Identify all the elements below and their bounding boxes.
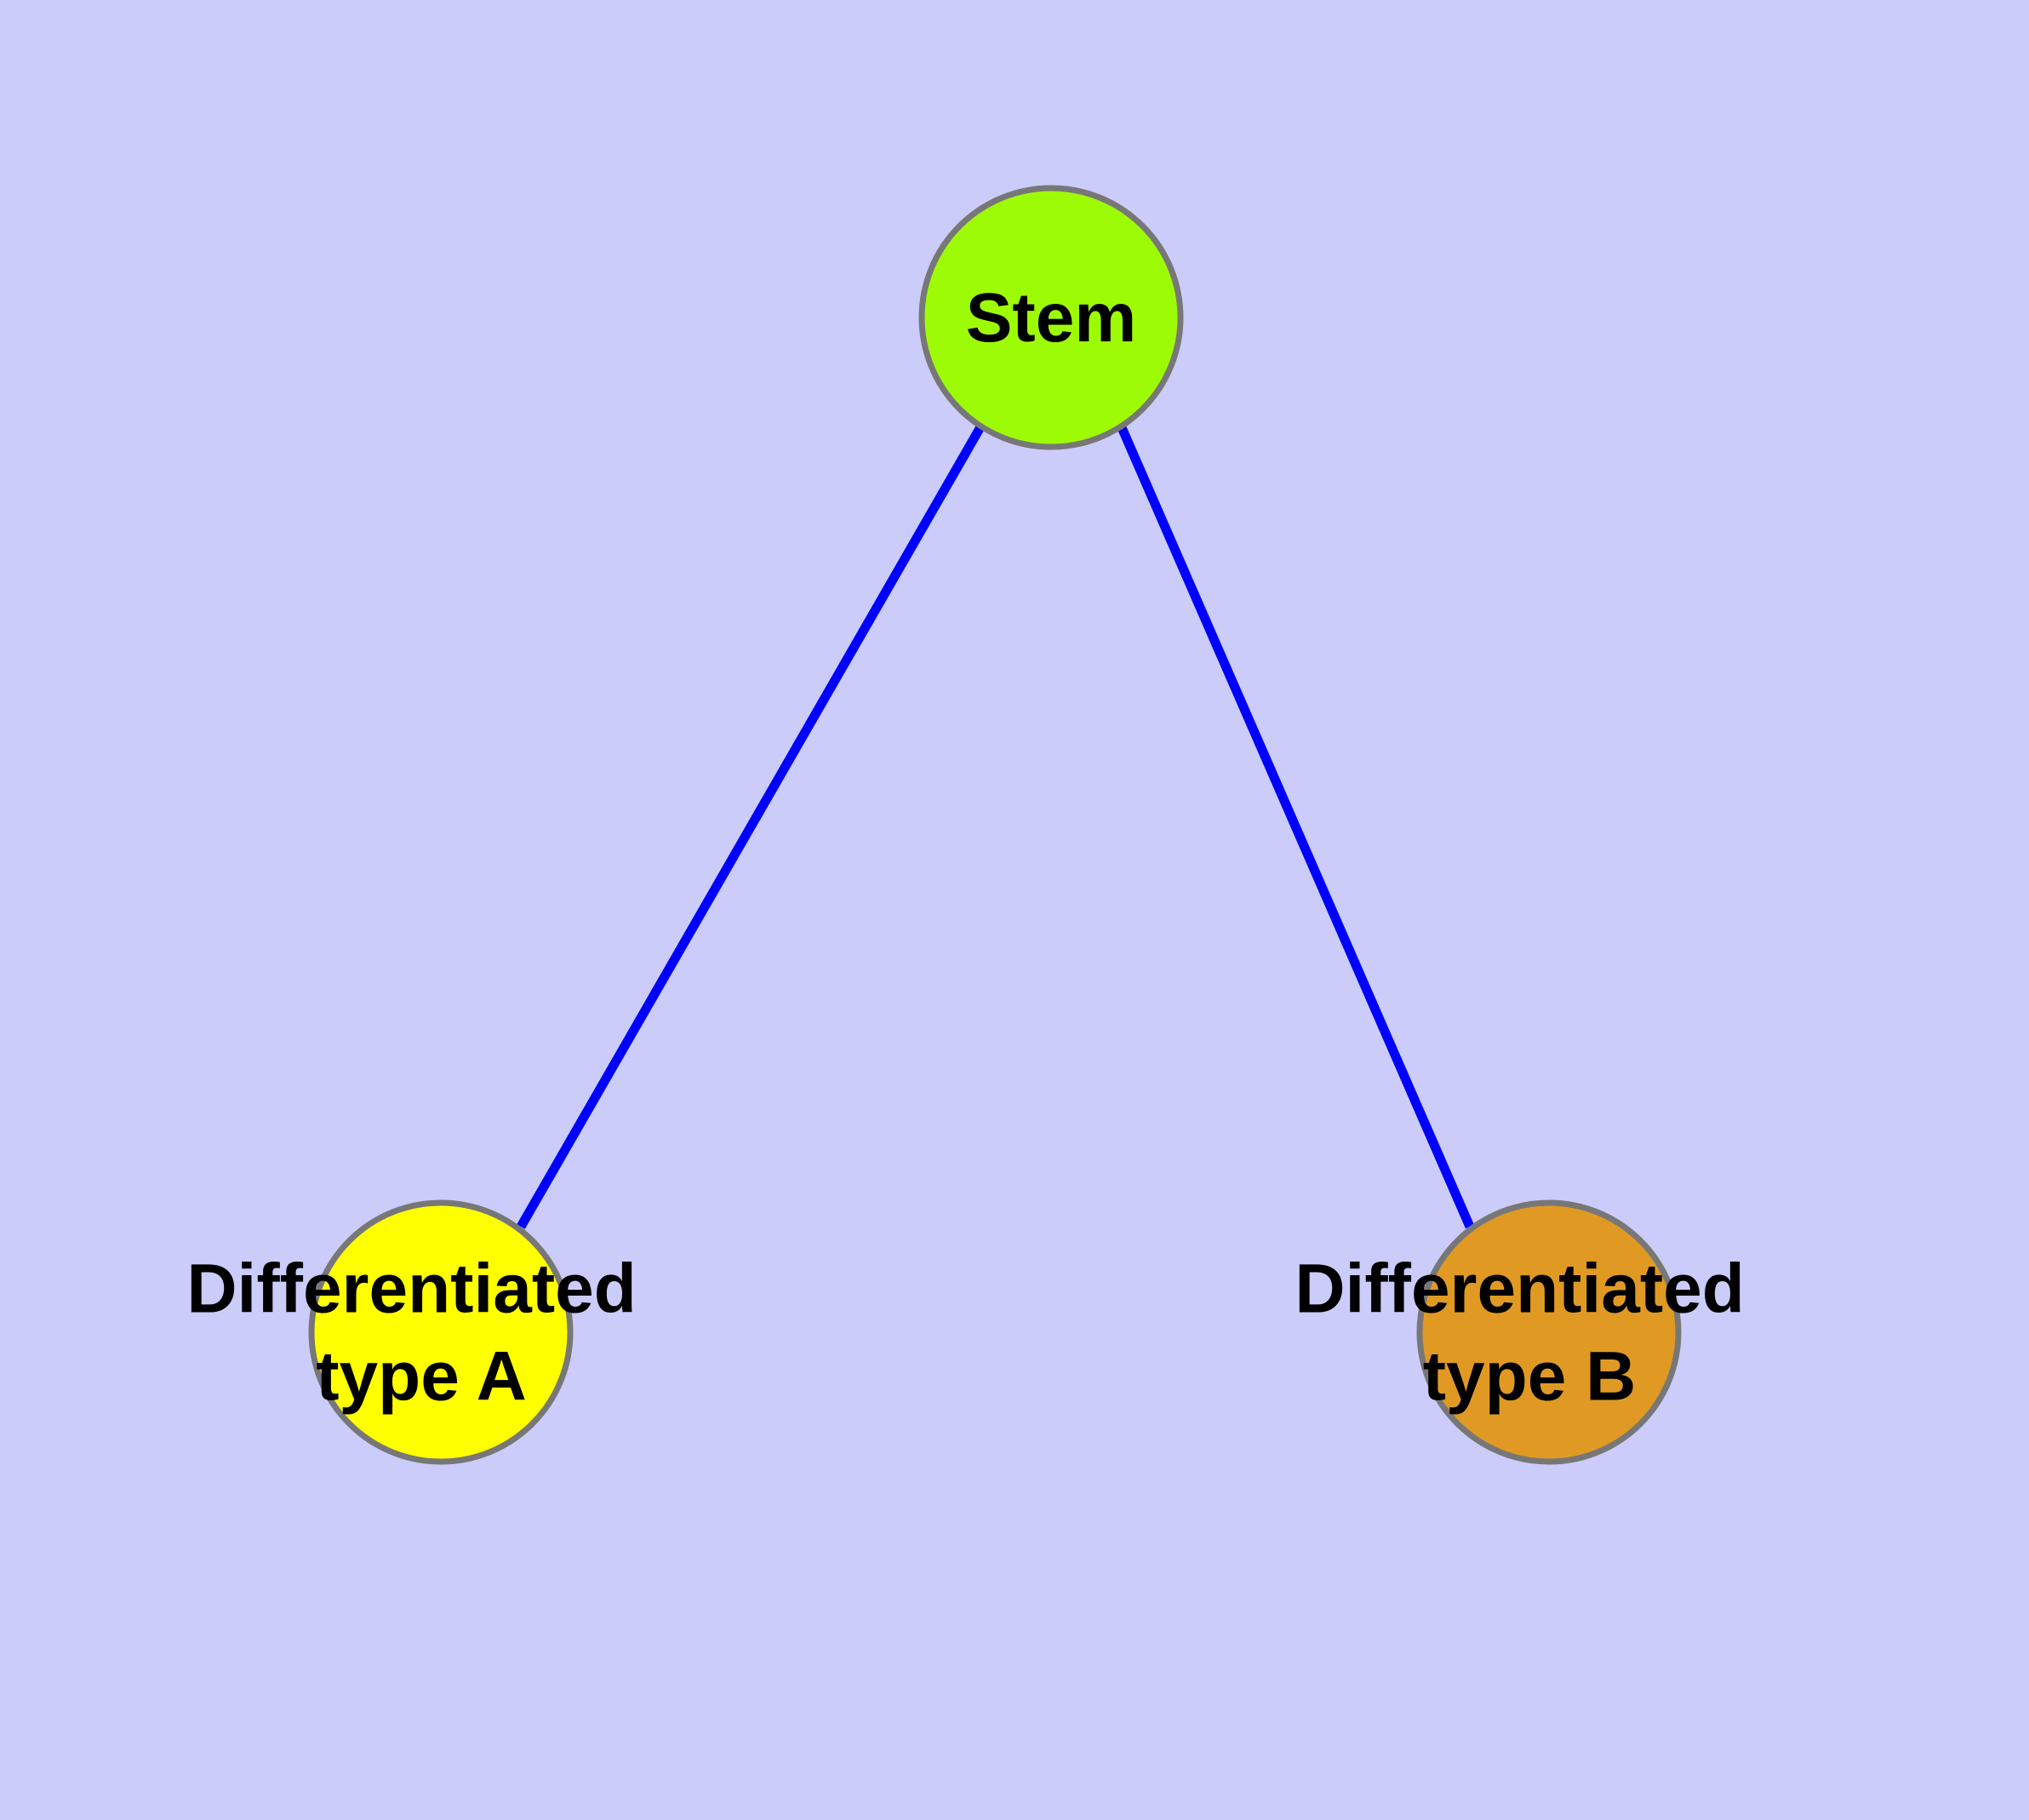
node-differentiated-type-b-circle[interactable] [1416, 1199, 1682, 1465]
node-differentiated-type-b[interactable] [1416, 1199, 1682, 1465]
node-stem-label-line-1: Stem [966, 279, 1137, 357]
node-stem-label: Stem [966, 279, 1137, 357]
node-differentiated-type-a-label-line-2: type A [316, 1337, 527, 1415]
labels-layer: Stem Differentiated type A Differentiate… [186, 279, 1763, 1416]
node-differentiated-type-a-circle[interactable] [308, 1199, 574, 1465]
node-differentiated-type-a-label-line-1: Differentiated [186, 1250, 637, 1327]
edges-layer [517, 423, 1475, 1229]
node-stem-circle[interactable] [918, 185, 1184, 450]
nodes-layer [308, 185, 1682, 1465]
edge-stem-to-differentiated-type-b[interactable] [1116, 423, 1475, 1229]
node-differentiated-type-b-label-line-2: type B [1423, 1337, 1637, 1415]
node-differentiated-type-b-label-line-1: Differentiated [1295, 1250, 1745, 1327]
node-differentiated-type-b-label: Differentiated type B [1295, 1245, 1763, 1415]
node-differentiated-type-a[interactable] [308, 1199, 574, 1465]
node-differentiated-type-a-label: Differentiated type A [186, 1245, 655, 1415]
node-stem[interactable] [918, 185, 1184, 450]
edge-stem-to-differentiated-type-a[interactable] [517, 423, 986, 1229]
